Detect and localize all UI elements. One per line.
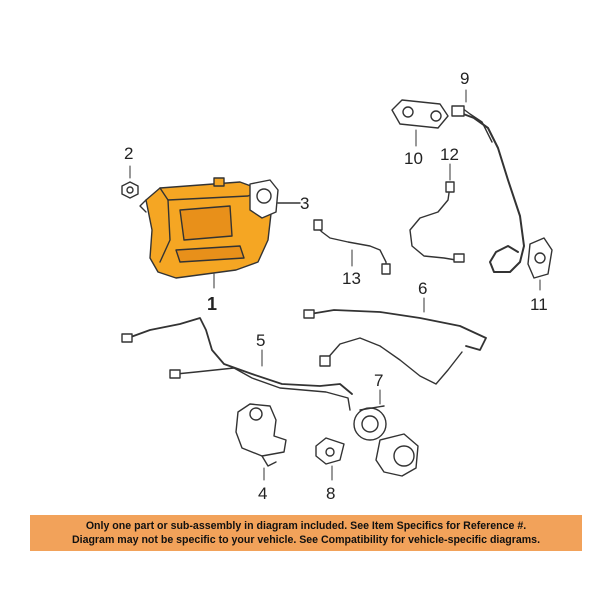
callout-7: 7 [374, 371, 384, 390]
part-3-purge-valve[interactable] [249, 179, 301, 219]
part-6-tube-assembly[interactable] [303, 309, 487, 385]
part-13-sensor-harness[interactable] [313, 219, 391, 275]
part-11-gasket[interactable] [527, 237, 553, 279]
part-5-vapor-tube[interactable] [121, 317, 353, 411]
notice-banner: Only one part or sub-assembly in diagram… [30, 515, 582, 551]
callout-4: 4 [258, 484, 268, 503]
part-4-solenoid-valve[interactable] [235, 403, 287, 467]
callout-12: 12 [440, 145, 459, 164]
callout-leaders [129, 89, 541, 481]
callout-10: 10 [404, 149, 423, 168]
callout-9: 9 [460, 69, 470, 88]
notice-line-2: Diagram may not be specific to your vehi… [71, 534, 541, 546]
callout-13: 13 [342, 269, 361, 288]
callout-1: 1 [207, 294, 218, 314]
callout-11: 11 [530, 295, 548, 314]
callout-3: 3 [300, 194, 310, 213]
part-10-gasket[interactable] [391, 99, 449, 129]
part-12-oxygen-sensor[interactable] [409, 181, 465, 263]
callout-6: 6 [418, 279, 428, 298]
part-8-gasket[interactable] [315, 437, 345, 465]
part-1-vapor-canister[interactable] [139, 177, 273, 279]
callout-5: 5 [256, 331, 266, 350]
callout-8: 8 [326, 484, 336, 503]
part-7-actuator[interactable] [353, 405, 419, 477]
part-9-tube[interactable] [451, 105, 525, 273]
part-2-nut[interactable] [121, 181, 139, 199]
notice-line-1: Only one part or sub-assembly in diagram… [85, 520, 527, 532]
callout-2: 2 [124, 144, 134, 163]
